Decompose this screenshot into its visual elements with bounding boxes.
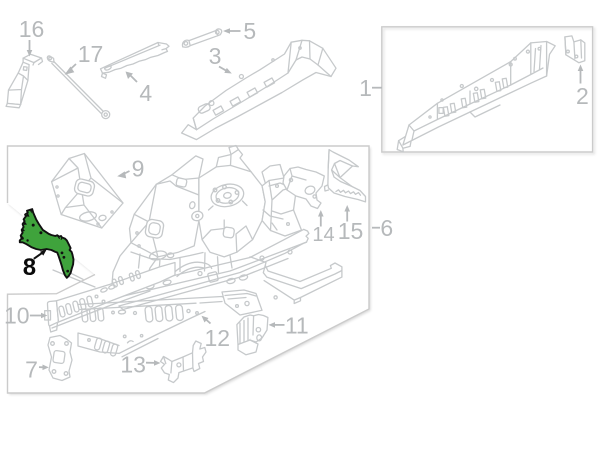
svg-text:11: 11 xyxy=(285,313,309,339)
svg-text:3: 3 xyxy=(209,43,222,69)
svg-text:4: 4 xyxy=(139,80,152,106)
svg-text:8: 8 xyxy=(23,254,36,281)
svg-text:14: 14 xyxy=(312,224,334,246)
svg-text:6: 6 xyxy=(380,215,393,241)
svg-text:2: 2 xyxy=(576,83,589,109)
svg-text:5: 5 xyxy=(243,18,256,44)
svg-text:10: 10 xyxy=(4,303,30,329)
svg-text:17: 17 xyxy=(78,41,104,67)
svg-text:12: 12 xyxy=(205,325,231,351)
svg-text:13: 13 xyxy=(120,352,146,378)
svg-text:16: 16 xyxy=(19,16,45,42)
svg-text:7: 7 xyxy=(25,357,38,383)
svg-text:15: 15 xyxy=(338,218,364,244)
svg-text:1: 1 xyxy=(359,75,372,101)
svg-text:9: 9 xyxy=(132,156,145,182)
